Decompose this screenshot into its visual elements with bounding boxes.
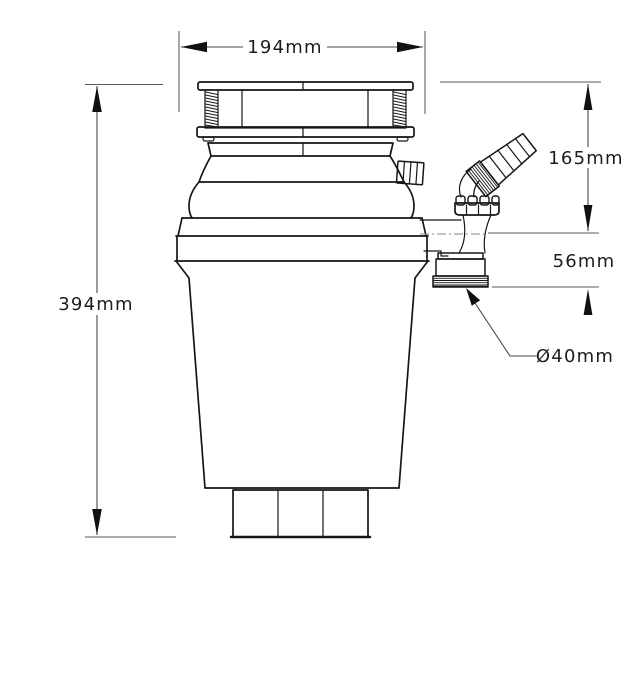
dim-label-overall-height: 394mm: [58, 294, 133, 315]
motor-base: [229, 489, 372, 539]
mounting-collar: [207, 142, 394, 157]
callout-outlet-diameter: Ø40mm: [466, 288, 614, 367]
dim-label-flange-width: 194mm: [247, 37, 322, 58]
dim-flange-width: 194mm: [178, 31, 426, 114]
upper-housing: [181, 155, 423, 219]
slip-nut: [454, 195, 500, 216]
clamp-rings: [174, 217, 430, 262]
dim-label-outlet-drop: 56mm: [553, 251, 616, 272]
dim-upper-height: 165mm: [440, 81, 623, 231]
sink-flange: [196, 81, 415, 142]
outlet-coupling: [432, 252, 489, 288]
dishwasher-inlet-barb: [395, 160, 425, 186]
hose-barb-connector: [458, 132, 537, 198]
dim-outlet-drop: 56mm: [488, 232, 616, 315]
outlet-tee: [419, 214, 492, 257]
dim-overall-height: 394mm: [58, 83, 176, 538]
dim-label-upper-height: 165mm: [548, 148, 623, 169]
grind-chamber-body: [175, 260, 429, 489]
dim-label-outlet-diameter: Ø40mm: [536, 346, 614, 367]
